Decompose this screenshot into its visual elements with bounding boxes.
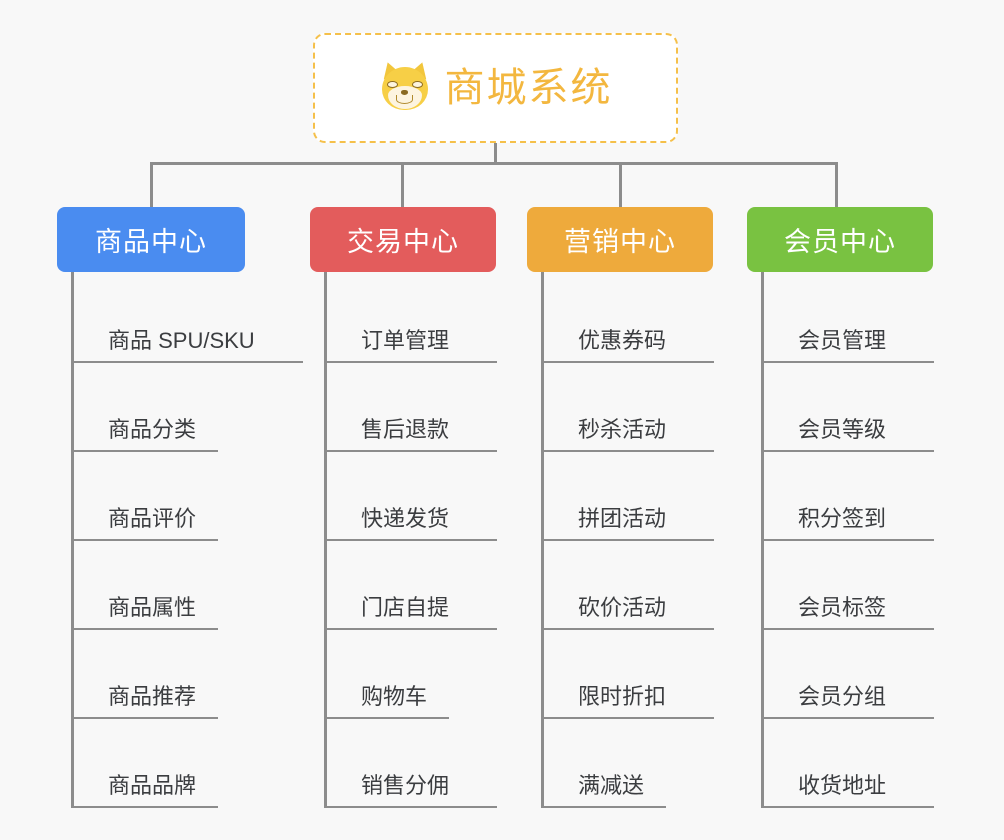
leaf-label: 满减送	[544, 773, 667, 808]
list-item[interactable]: 收货地址	[764, 719, 959, 808]
leaf-label: 拼团活动	[544, 506, 715, 541]
list-item[interactable]: 积分签到	[764, 452, 959, 541]
leaf-label: 会员分组	[764, 684, 935, 719]
shiba-inu-icon	[378, 59, 431, 114]
leaf-stack-trade-center: 订单管理 售后退款 快递发货 门店自提 购物车 销售分佣	[324, 272, 522, 808]
branch-header-trade-center[interactable]: 交易中心	[310, 207, 496, 272]
list-item[interactable]: 购物车	[327, 630, 522, 719]
branch-header-label: 交易中心	[347, 227, 459, 257]
leaf-label: 销售分佣	[327, 773, 498, 808]
list-item[interactable]: 商品评价	[74, 452, 287, 541]
connector-trunk	[494, 143, 497, 165]
leaf-label: 限时折扣	[544, 684, 715, 719]
leaf-label: 积分签到	[764, 506, 935, 541]
list-item[interactable]: 会员管理	[764, 274, 959, 363]
list-item[interactable]: 商品品牌	[74, 719, 287, 808]
leaf-label: 商品推荐	[74, 684, 219, 719]
leaf-label: 售后退款	[327, 417, 498, 452]
list-item[interactable]: 会员标签	[764, 541, 959, 630]
connector-drop-2	[401, 162, 404, 208]
root-title: 商城系统	[444, 66, 613, 110]
list-item[interactable]: 商品属性	[74, 541, 287, 630]
leaf-label: 商品分类	[74, 417, 219, 452]
branch-marketing-center: 营销中心 优惠券码 秒杀活动 拼团活动 砍价活动 限时折扣 满减送	[527, 207, 739, 808]
leaf-stack-member-center: 会员管理 会员等级 积分签到 会员标签 会员分组 收货地址	[761, 272, 959, 808]
branch-header-label: 会员中心	[784, 227, 896, 257]
branch-product-center: 商品中心 商品 SPU/SKU 商品分类 商品评价 商品属性 商品推荐 商品品牌	[57, 207, 303, 808]
list-item[interactable]: 拼团活动	[544, 452, 739, 541]
list-item[interactable]: 订单管理	[327, 274, 522, 363]
list-item[interactable]: 销售分佣	[327, 719, 522, 808]
list-item[interactable]: 商品 SPU/SKU	[74, 274, 303, 363]
leaf-label: 秒杀活动	[544, 417, 715, 452]
connector-drop-1	[150, 162, 153, 208]
list-item[interactable]: 会员分组	[764, 630, 959, 719]
list-item[interactable]: 限时折扣	[544, 630, 739, 719]
branch-header-marketing-center[interactable]: 营销中心	[527, 207, 713, 272]
list-item[interactable]: 商品分类	[74, 363, 287, 452]
list-item[interactable]: 优惠券码	[544, 274, 739, 363]
leaf-label: 商品品牌	[74, 773, 219, 808]
list-item[interactable]: 快递发货	[327, 452, 522, 541]
leaf-label: 优惠券码	[544, 328, 715, 363]
connector-crossbar	[150, 162, 838, 165]
branch-header-member-center[interactable]: 会员中心	[747, 207, 933, 272]
list-item[interactable]: 会员等级	[764, 363, 959, 452]
leaf-stack-product-center: 商品 SPU/SKU 商品分类 商品评价 商品属性 商品推荐 商品品牌	[71, 272, 303, 808]
list-item[interactable]: 砍价活动	[544, 541, 739, 630]
list-item[interactable]: 门店自提	[327, 541, 522, 630]
branch-member-center: 会员中心 会员管理 会员等级 积分签到 会员标签 会员分组 收货地址	[747, 207, 959, 808]
list-item[interactable]: 满减送	[544, 719, 739, 808]
leaf-label: 商品评价	[74, 506, 219, 541]
leaf-label: 购物车	[327, 684, 450, 719]
leaf-label: 会员标签	[764, 595, 935, 630]
connector-drop-4	[835, 162, 838, 208]
root-node[interactable]: 商城系统	[313, 33, 678, 143]
branch-header-label: 营销中心	[564, 227, 676, 257]
leaf-label: 砍价活动	[544, 595, 715, 630]
connector-drop-3	[619, 162, 622, 208]
list-item[interactable]: 秒杀活动	[544, 363, 739, 452]
leaf-stack-marketing-center: 优惠券码 秒杀活动 拼团活动 砍价活动 限时折扣 满减送	[541, 272, 739, 808]
branch-header-product-center[interactable]: 商品中心	[57, 207, 245, 272]
leaf-label: 会员管理	[764, 328, 935, 363]
branch-trade-center: 交易中心 订单管理 售后退款 快递发货 门店自提 购物车 销售分佣	[310, 207, 522, 808]
list-item[interactable]: 商品推荐	[74, 630, 287, 719]
leaf-label: 门店自提	[327, 595, 498, 630]
branch-header-label: 商品中心	[95, 227, 207, 257]
leaf-label: 会员等级	[764, 417, 935, 452]
leaf-label: 订单管理	[327, 328, 498, 363]
list-item[interactable]: 售后退款	[327, 363, 522, 452]
leaf-label: 商品 SPU/SKU	[74, 328, 303, 363]
leaf-label: 商品属性	[74, 595, 219, 630]
leaf-label: 收货地址	[764, 773, 935, 808]
leaf-label: 快递发货	[327, 506, 498, 541]
